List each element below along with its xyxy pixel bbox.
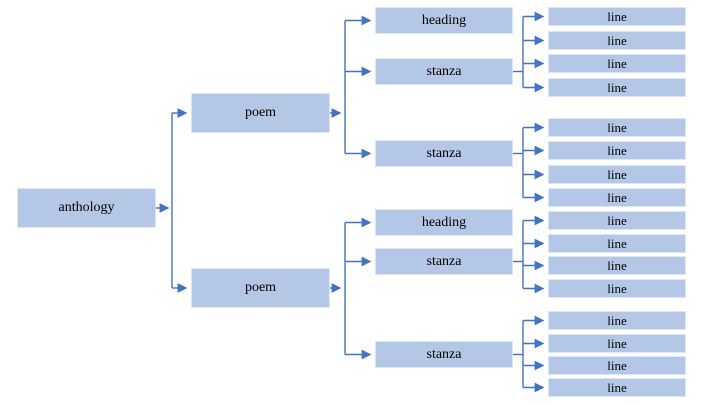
node-line-1-1: line (548, 7, 686, 26)
connector-poem2-to-children (330, 217, 372, 360)
node-poem-1: poem (191, 93, 330, 133)
node-stanza-3: stanza (375, 248, 513, 275)
node-line-1-4: line (548, 78, 686, 97)
node-line-2-2: line (548, 141, 686, 160)
node-line-4-2: line (548, 334, 686, 353)
node-line-3-2: line (548, 234, 686, 253)
node-anthology: anthology (17, 188, 156, 228)
connector-stanza1-to-lines (513, 11, 545, 93)
connector-poem1-to-children (330, 15, 372, 159)
node-line-3-4: line (548, 279, 686, 298)
node-stanza-1: stanza (375, 58, 513, 85)
connector-stanza3-to-lines (513, 215, 545, 294)
node-line-2-4: line (548, 188, 686, 207)
node-stanza-2: stanza (375, 140, 513, 167)
connector-stanza4-to-lines (513, 315, 545, 393)
node-line-2-3: line (548, 165, 686, 184)
node-line-4-3: line (548, 356, 686, 375)
node-line-4-4: line (548, 378, 686, 397)
node-line-4-1: line (548, 311, 686, 330)
node-line-1-3: line (548, 54, 686, 73)
connector-stanza2-to-lines (513, 122, 545, 203)
node-poem-2: poem (191, 268, 330, 308)
node-line-3-1: line (548, 211, 686, 230)
node-line-2-1: line (548, 118, 686, 137)
node-line-1-2: line (548, 31, 686, 50)
node-heading-1: heading (375, 7, 513, 34)
node-stanza-4: stanza (375, 341, 513, 368)
node-heading-2: heading (375, 209, 513, 236)
connector-root-to-poems (156, 108, 188, 293)
node-line-3-3: line (548, 256, 686, 275)
